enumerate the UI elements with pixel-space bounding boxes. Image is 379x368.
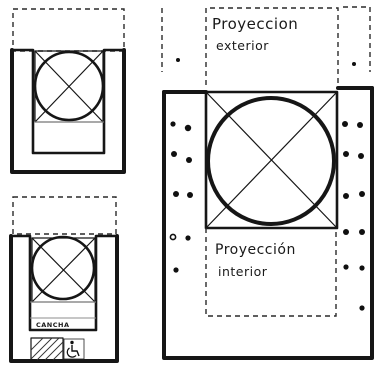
interior-label-line2: interior [218, 264, 268, 279]
hatched-area [30, 337, 64, 361]
projection-outline-bottom-left [12, 196, 117, 235]
court-cross-b-large [205, 91, 338, 229]
court-circle-large [206, 96, 336, 226]
interior-projection-outline [205, 228, 337, 317]
wheelchair-icon [63, 338, 85, 360]
exterior-label-line2: exterior [216, 38, 269, 53]
audience-dots-left [169, 121, 193, 273]
projection-outline-top-left [12, 8, 125, 52]
interior-label-line1: Proyección [215, 242, 296, 258]
court-cross-b-bottom-left [31, 237, 96, 303]
court-circle-bottom-left [30, 235, 96, 301]
enclosure-outer-wall [162, 86, 374, 360]
court-frame-large [204, 90, 339, 230]
u-wall-outer-bottom-left [9, 234, 119, 363]
exterior-projection-outline [205, 7, 339, 88]
sketch-bottom-left: CANCHA [9, 196, 119, 363]
court-label: CANCHA [36, 321, 69, 329]
sketch-top-left [10, 8, 126, 174]
court-cross-b-top-left [34, 50, 104, 123]
u-wall-outer-top-left [10, 48, 126, 174]
exterior-label-line1: Proyeccion [212, 15, 298, 33]
u-wall-inner-top-left [10, 48, 126, 155]
hatch-lines [30, 337, 64, 361]
u-wall-inner-bottom-left [9, 234, 119, 332]
sketch-large: Proyeccion exterior Proyección interior [161, 6, 374, 360]
exterior-dots [176, 58, 356, 66]
audience-dots-right [342, 121, 365, 311]
court-circle-top-left [33, 50, 105, 122]
